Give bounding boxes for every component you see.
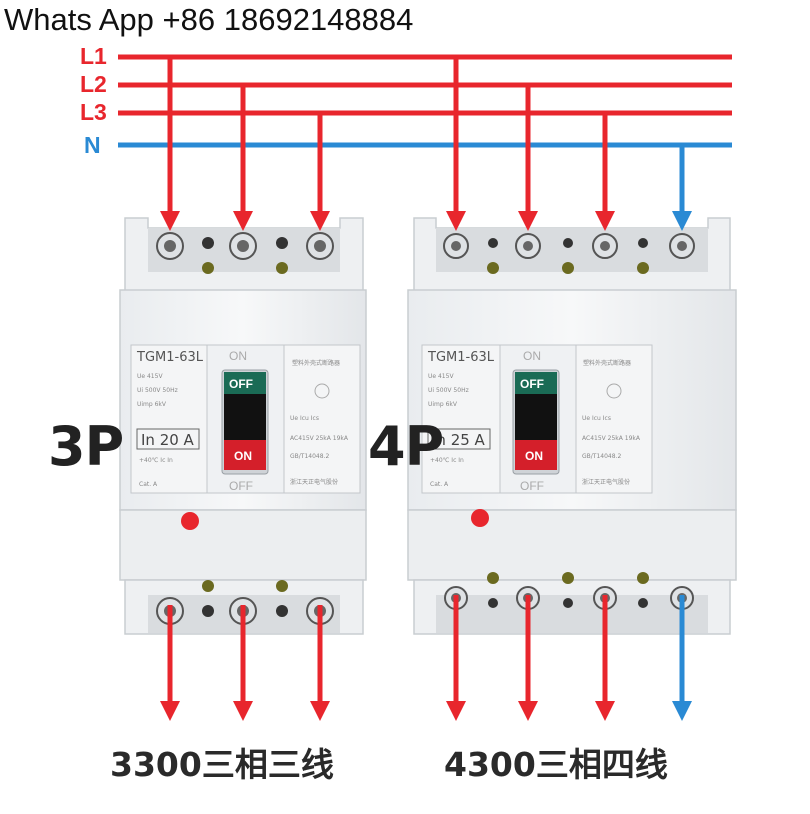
svg-text:塑料外壳式断路器: 塑料外壳式断路器 xyxy=(292,359,340,367)
toggle-switch[interactable]: ON OFF ON OFF xyxy=(221,349,269,493)
test-button[interactable] xyxy=(471,509,489,527)
pole-label-4p: 4P xyxy=(368,415,444,478)
svg-text:Ue 415V: Ue 415V xyxy=(137,373,163,380)
svg-text:GB/T14048.2: GB/T14048.2 xyxy=(582,453,621,460)
svg-text:+40℃ Ic In: +40℃ Ic In xyxy=(139,457,173,464)
svg-text:浙江天正电气股份: 浙江天正电气股份 xyxy=(290,478,338,486)
switch-on-label: ON xyxy=(525,449,543,463)
model-label: TGM1-63L xyxy=(427,350,495,365)
top-screw-terminals xyxy=(156,232,334,274)
switch-on-label: ON xyxy=(234,449,252,463)
caption-3p: 3300三相三线 xyxy=(110,745,334,784)
model-label: TGM1-63L xyxy=(136,350,204,365)
switch-off-bottom-label: OFF xyxy=(520,479,544,493)
svg-text:AC415V 25kA 19kA: AC415V 25kA 19kA xyxy=(290,435,349,442)
line-label-n: N xyxy=(84,132,101,158)
caption-4p: 4300三相四线 xyxy=(444,745,668,784)
toggle-switch[interactable]: ON OFF ON OFF xyxy=(512,349,560,493)
svg-text:Ue Icu Ics: Ue Icu Ics xyxy=(290,415,319,422)
svg-text:Cat. A: Cat. A xyxy=(430,481,449,488)
input-wires xyxy=(160,57,692,231)
svg-text:Ui 500V 50Hz: Ui 500V 50Hz xyxy=(428,387,469,394)
test-button[interactable] xyxy=(181,512,199,530)
svg-text:Uimp 6kV: Uimp 6kV xyxy=(428,401,458,408)
svg-text:塑料外壳式断路器: 塑料外壳式断路器 xyxy=(583,359,631,367)
svg-text:+40℃ Ic In: +40℃ Ic In xyxy=(430,457,464,464)
svg-text:Ui 500V 50Hz: Ui 500V 50Hz xyxy=(137,387,178,394)
switch-off-label: OFF xyxy=(520,377,544,391)
svg-text:AC415V 25kA 19kA: AC415V 25kA 19kA xyxy=(582,435,641,442)
line-label-l1: L1 xyxy=(80,43,107,69)
whatsapp-contact: Whats App +86 18692148884 xyxy=(4,2,414,37)
line-label-l2: L2 xyxy=(80,71,107,97)
svg-text:Ue 415V: Ue 415V xyxy=(428,373,454,380)
rating-label: In 25 A xyxy=(432,431,486,449)
breaker-3p: TGM1-63L Ue 415V Ui 500V 50Hz Uimp 6kV I… xyxy=(119,217,367,635)
switch-off-bottom-label: OFF xyxy=(229,479,253,493)
line-label-l3: L3 xyxy=(80,99,107,125)
switch-on-top-label: ON xyxy=(523,349,541,363)
switch-on-top-label: ON xyxy=(229,349,247,363)
svg-text:Cat. A: Cat. A xyxy=(139,481,158,488)
rating-label: In 20 A xyxy=(141,431,195,449)
output-wires xyxy=(160,595,692,721)
switch-off-label: OFF xyxy=(229,377,253,391)
top-screw-terminals xyxy=(443,233,695,274)
svg-text:GB/T14048.2: GB/T14048.2 xyxy=(290,453,329,460)
svg-text:浙江天正电气股份: 浙江天正电气股份 xyxy=(582,478,630,486)
svg-text:Uimp 6kV: Uimp 6kV xyxy=(137,401,167,408)
pole-label-3p: 3P xyxy=(48,415,124,478)
breaker-4p: TGM1-63L Ue 415V Ui 500V 50Hz Uimp 6kV I… xyxy=(407,217,737,635)
svg-text:Ue Icu Ics: Ue Icu Ics xyxy=(582,415,611,422)
